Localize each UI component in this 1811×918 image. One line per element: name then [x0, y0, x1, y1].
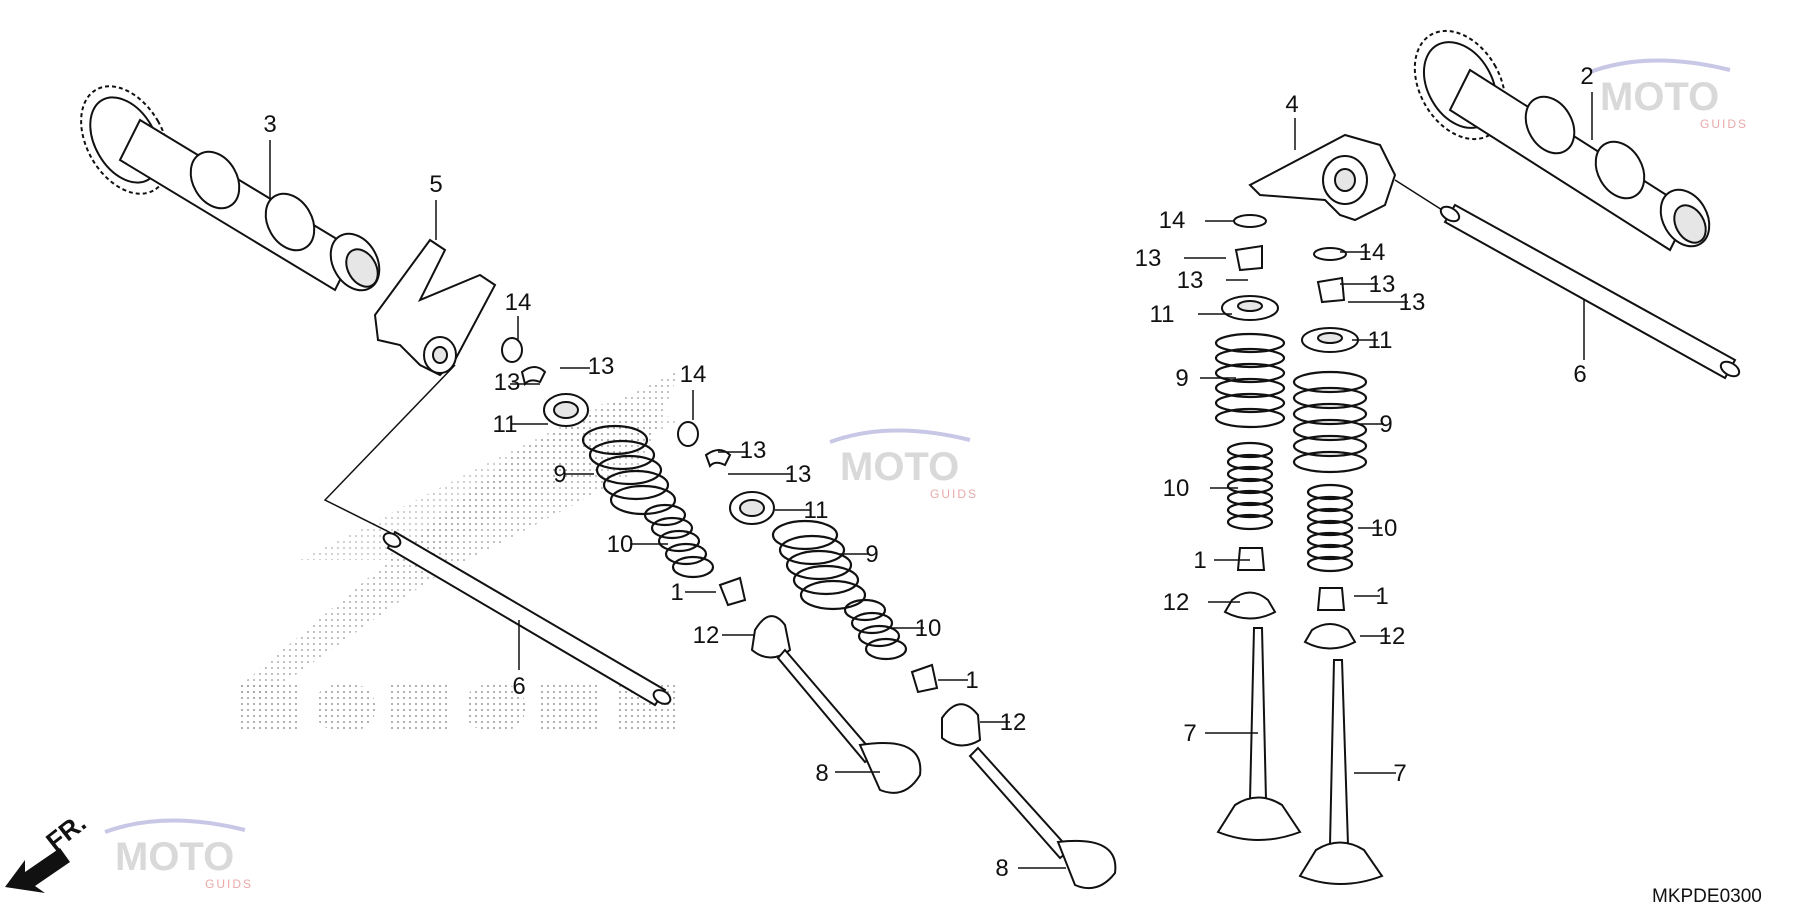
part-callout-13: 13	[1369, 271, 1396, 298]
watermark-sub: GUIDS	[930, 487, 978, 501]
part-callout-13: 13	[740, 437, 767, 464]
rocker-arm-left	[373, 238, 497, 377]
part-callout-10: 10	[607, 531, 634, 558]
part-callout-9: 9	[1175, 365, 1188, 392]
watermark-logo: MOTO GUIDS MOTO GUIDS MOTO GUIDS	[104, 58, 1748, 891]
watermark-sub: GUIDS	[1700, 117, 1748, 131]
part-callout-11: 11	[493, 411, 518, 438]
part-callout-10: 10	[1163, 475, 1190, 502]
part-callout-14: 14	[505, 289, 532, 316]
part-callout-11: 11	[1150, 301, 1175, 328]
watermark-text: MOTO	[840, 445, 959, 489]
watermark-sub: GUIDS	[205, 877, 253, 891]
front-direction-indicator: FR.	[5, 807, 92, 893]
part-callout-12: 12	[693, 622, 720, 649]
part-callout-10: 10	[915, 615, 942, 642]
part-callout-1: 1	[670, 579, 683, 606]
part-callout-1: 1	[1193, 547, 1206, 574]
front-direction-label: FR.	[40, 807, 91, 856]
part-callout-13: 13	[494, 369, 521, 396]
part-callout-13: 13	[785, 461, 812, 488]
part-callout-13: 13	[588, 353, 615, 380]
part-callout-13: 13	[1135, 245, 1162, 272]
camshaft-right	[1413, 29, 1711, 252]
valve-stack-left-a	[501, 337, 922, 794]
valve-stack-left-b	[677, 421, 1117, 889]
part-callout-9: 9	[1379, 411, 1392, 438]
rocker-shaft-left	[323, 364, 672, 707]
rocker-shaft-right	[1394, 179, 1741, 380]
part-callout-8: 8	[815, 760, 828, 787]
camshaft-left	[80, 85, 381, 292]
part-callout-14: 14	[680, 361, 707, 388]
part-callout-7: 7	[1183, 720, 1196, 747]
part-callout-8: 8	[995, 855, 1008, 882]
part-callout-14: 14	[1359, 239, 1386, 266]
part-callout-5: 5	[429, 171, 442, 198]
part-callout-10: 10	[1371, 515, 1398, 542]
part-callout-12: 12	[1163, 589, 1190, 616]
valve-stack-right-a	[1214, 214, 1302, 841]
part-callout-9: 9	[553, 461, 566, 488]
part-callout-11: 11	[1368, 327, 1393, 354]
watermark-text: MOTO	[1600, 75, 1719, 119]
callout-layer: 3514131311910112681413131191011284214131…	[263, 63, 1593, 882]
part-callout-7: 7	[1393, 760, 1406, 787]
watermark-text: MOTO	[115, 835, 234, 879]
diagram-code: MKPDE0300	[1652, 886, 1762, 907]
part-callout-9: 9	[865, 541, 878, 568]
part-callout-2: 2	[1580, 63, 1593, 90]
part-callout-4: 4	[1285, 91, 1298, 118]
part-callout-11: 11	[804, 497, 829, 524]
background-logo	[235, 370, 680, 730]
part-callout-1: 1	[1375, 583, 1388, 610]
part-callout-14: 14	[1159, 207, 1186, 234]
part-callout-12: 12	[1000, 709, 1027, 736]
part-callout-13: 13	[1177, 267, 1204, 294]
rocker-arm-right	[1248, 133, 1397, 222]
part-callout-3: 3	[263, 111, 276, 138]
part-callout-12: 12	[1379, 623, 1406, 650]
part-callout-6: 6	[512, 673, 525, 700]
part-callout-13: 13	[1399, 289, 1426, 316]
part-callout-6: 6	[1573, 361, 1586, 388]
part-callout-1: 1	[965, 667, 978, 694]
valve-stack-right-b	[1292, 247, 1384, 885]
